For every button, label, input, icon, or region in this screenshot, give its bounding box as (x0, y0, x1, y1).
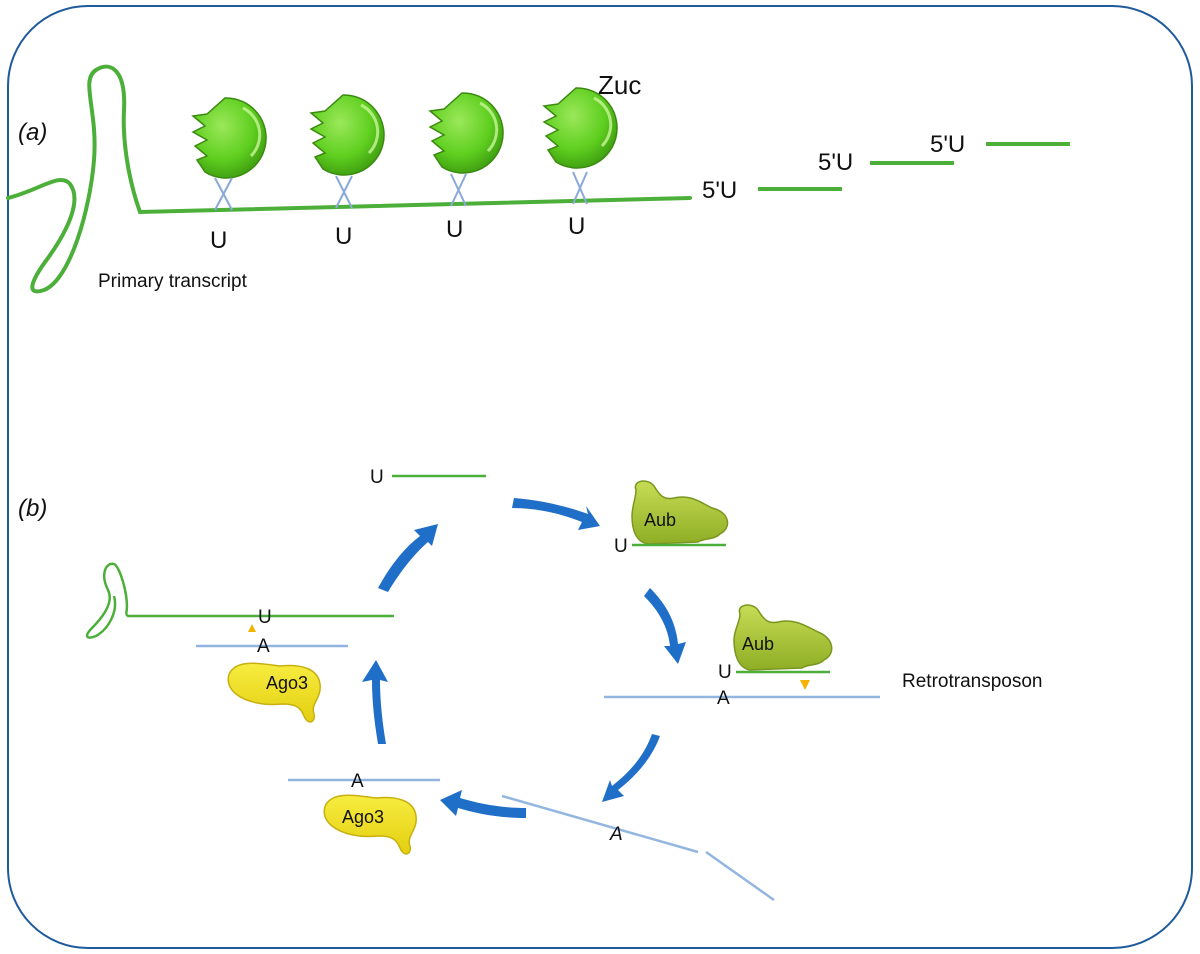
arrow-left-upper (378, 524, 438, 592)
top-piRNA-base: U (370, 467, 384, 488)
panel-frame (7, 5, 1193, 949)
zuc-enzyme-3 (428, 91, 505, 207)
zuc-label: Zuc (598, 70, 641, 100)
arrow-bottom (440, 790, 526, 818)
primary-transcript-strand (6, 64, 692, 294)
cleavage-marker-aub (800, 680, 810, 690)
arrow-top (512, 498, 600, 530)
cleaved-fragment-2 (705, 850, 775, 902)
product-1-label: 5'U (702, 177, 737, 204)
cleavage-site-2: U (335, 223, 352, 250)
aub-protein-2 (733, 604, 833, 671)
ago3-protein-lower (323, 794, 417, 855)
aub-strand-base-1: U (614, 536, 628, 557)
panel-a-label: (a) (18, 119, 47, 146)
zuc-enzyme-4 (542, 86, 619, 205)
cleavage-site-1: U (210, 227, 227, 254)
arrow-right-upper (644, 588, 686, 664)
aub-strand-base-2: U (718, 662, 732, 683)
cleaved-base: A (609, 824, 623, 845)
product-2-label: 5'U (818, 149, 853, 176)
ping-pong-arrows (362, 498, 686, 818)
zuc-enzyme-2 (309, 93, 386, 209)
ago3-label-lower: Ago3 (342, 807, 384, 827)
primary-transcript-strand-b (125, 613, 394, 618)
cleavage-marker-ago3 (248, 624, 256, 632)
ago3-protein-upper (227, 662, 321, 723)
cleavage-site-3: U (446, 216, 463, 243)
panel-b-label: (b) (18, 495, 47, 522)
aub-label-2: Aub (742, 634, 774, 654)
arrow-left-lower (362, 660, 388, 744)
cleavage-site-4: U (568, 213, 585, 240)
cleaved-fragment-1 (501, 794, 699, 854)
primary-base: U (258, 607, 272, 628)
zuc-enzyme-1 (191, 96, 268, 211)
retrotransposon-label: Retrotransposon (902, 671, 1042, 692)
ago3-label-upper: Ago3 (266, 673, 308, 693)
aub-protein-1 (631, 480, 729, 545)
aub-label-1: Aub (644, 510, 676, 530)
ago3-strand-base-lower: A (351, 771, 364, 792)
ago3-strand-base-upper: A (257, 636, 270, 657)
primary-transcript-loop (85, 562, 129, 639)
retrotransposon-base: A (717, 688, 730, 709)
arrow-right-lower (602, 734, 660, 802)
product-3-label: 5'U (930, 131, 965, 158)
primary-transcript-label: Primary transcript (98, 271, 248, 292)
